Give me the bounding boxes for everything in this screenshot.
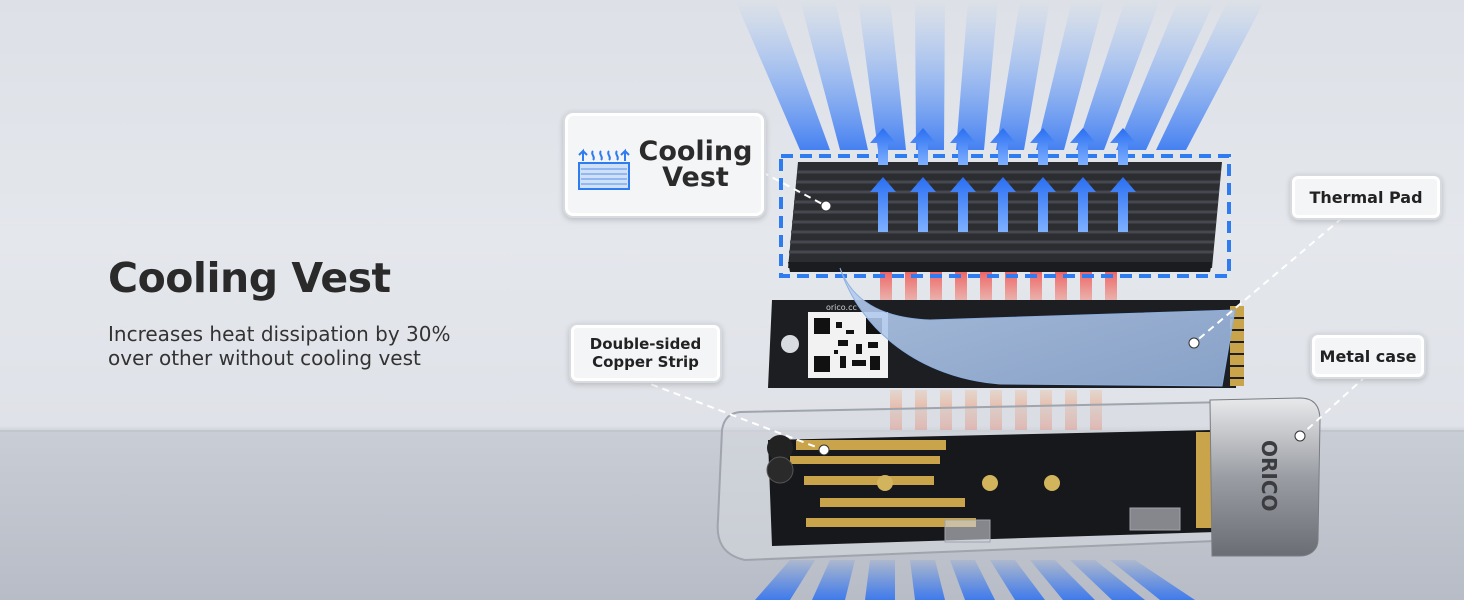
- enclosure: [716, 400, 1242, 562]
- airflow-bottom: [755, 560, 1195, 600]
- thermal-pad: [839, 267, 1236, 387]
- callout-copper-strip-line-1: Double-sided: [589, 335, 702, 353]
- callout-metal-case: Metal case: [1310, 333, 1426, 379]
- callout-copper-strip: Double-sided Copper Strip: [569, 323, 722, 383]
- leader-dots: [818, 200, 1306, 456]
- callout-cooling-vest-line-1: Cooling: [638, 135, 753, 167]
- leader-lines: [639, 171, 1367, 451]
- brand-logo: ORICO: [1257, 440, 1281, 512]
- airflow-top: [735, 0, 1265, 150]
- description: Increases heat dissipation by 30% over o…: [108, 322, 528, 370]
- airflow-arrows: [870, 128, 1136, 232]
- ssd-label: orico.cc: [826, 303, 857, 312]
- callout-cooling-vest-line-2: Vest: [662, 161, 729, 193]
- callout-cooling-vest-label: Cooling Vest: [638, 135, 753, 193]
- callout-cooling-vest: Cooling Vest: [563, 111, 766, 218]
- cooling-vest-icon: [577, 148, 630, 190]
- metal-case: ORICO: [1209, 397, 1321, 557]
- description-line-2: over other without cooling vest: [108, 346, 421, 370]
- callout-thermal-pad: Thermal Pad: [1290, 174, 1442, 220]
- callout-copper-strip-line-2: Copper Strip: [592, 353, 699, 371]
- description-line-1: Increases heat dissipation by 30%: [108, 322, 451, 346]
- headline: Cooling Vest: [108, 254, 391, 302]
